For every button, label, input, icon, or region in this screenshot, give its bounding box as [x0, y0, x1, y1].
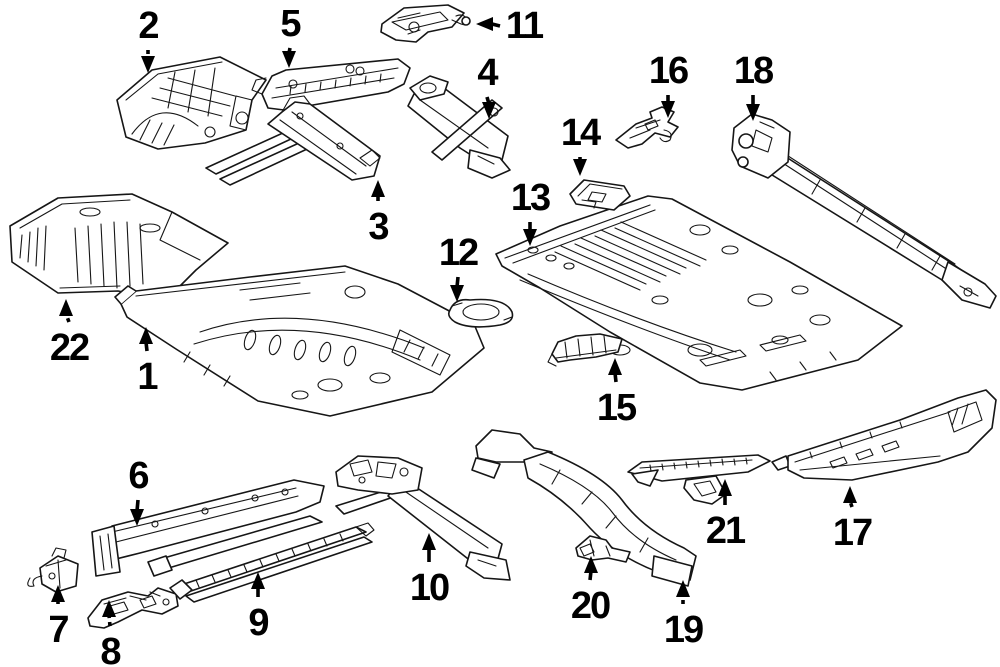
callout-arrow-head [422, 533, 436, 550]
callout-arrow-head [608, 358, 622, 375]
callout-8[interactable]: 8 [100, 600, 122, 667]
callout-number: 16 [649, 50, 688, 92]
callout-arrow-head [450, 285, 464, 302]
callout-18[interactable]: 18 [734, 50, 775, 121]
callout-12[interactable]: 12 [439, 232, 480, 302]
part-11-drawing [381, 5, 470, 42]
part-9-drawing [170, 523, 374, 602]
part-2-drawing [117, 57, 266, 149]
part-21-drawing [628, 455, 770, 504]
callout-number: 18 [734, 50, 773, 92]
callout-4[interactable]: 4 [477, 52, 500, 119]
callout-number: 10 [410, 567, 449, 609]
callout-3[interactable]: 3 [368, 180, 390, 248]
callout-number: 13 [511, 177, 550, 219]
callout-arrow-head [51, 585, 65, 602]
callout-number: 21 [706, 510, 746, 552]
part-13-drawing [496, 196, 902, 390]
callout-arrow-head [476, 17, 493, 31]
callout-arrow-head [130, 509, 144, 526]
callout-number: 17 [833, 512, 872, 554]
callout-2[interactable]: 2 [138, 5, 160, 73]
callout-5[interactable]: 5 [280, 3, 303, 68]
part-19-drawing [472, 430, 696, 586]
callout-arrow-head [141, 56, 155, 73]
callout-11[interactable]: 11 [476, 5, 546, 47]
callout-14[interactable]: 14 [561, 112, 603, 176]
part-16-drawing [616, 107, 678, 148]
part-22-drawing [10, 194, 228, 300]
callout-15[interactable]: 15 [597, 358, 639, 429]
part-7-drawing [28, 548, 78, 592]
callout-number: 6 [128, 455, 148, 497]
callout-21[interactable]: 21 [706, 479, 748, 552]
callout-number: 14 [561, 112, 601, 154]
callout-number: 15 [597, 387, 637, 429]
callout-number: 1 [137, 356, 158, 398]
callout-arrow-head [139, 327, 153, 344]
callout-number: 20 [571, 585, 610, 627]
callout-arrow-head [661, 101, 675, 118]
callout-number: 7 [48, 609, 68, 651]
callout-arrow-shaft [287, 47, 292, 54]
callout-arrow-head [371, 180, 385, 197]
part-12-drawing [449, 300, 513, 327]
callout-number: 9 [248, 602, 268, 644]
callout-arrow-head [102, 600, 116, 617]
callout-6[interactable]: 6 [128, 455, 150, 526]
callout-arrow-shaft [848, 500, 854, 508]
part-3-drawing [206, 96, 380, 185]
callout-arrow-head [584, 556, 598, 573]
part-4-drawing [408, 76, 510, 178]
callout-number: 19 [664, 609, 703, 651]
part-10-drawing [336, 456, 510, 580]
callout-number: 2 [138, 5, 158, 47]
part-8-drawing [88, 588, 178, 628]
callout-arrow-head [523, 229, 537, 246]
callout-number: 3 [368, 206, 388, 248]
callout-9[interactable]: 9 [248, 572, 270, 644]
part-20-drawing [576, 536, 630, 562]
callout-20[interactable]: 20 [571, 556, 612, 627]
part-15-drawing [548, 334, 622, 366]
callout-arrow-head [282, 51, 296, 68]
callout-arrow-head [843, 486, 857, 503]
part-6-drawing [92, 480, 324, 576]
callout-arrow-shaft [491, 22, 501, 28]
part-14-drawing [570, 180, 630, 210]
callout-arrow-shaft [64, 313, 71, 323]
callout-22[interactable]: 22 [50, 299, 91, 369]
callout-16[interactable]: 16 [649, 50, 690, 118]
callout-13[interactable]: 13 [511, 177, 552, 246]
callout-arrow-head [251, 572, 265, 589]
callout-19[interactable]: 19 [664, 580, 705, 651]
callout-number: 5 [280, 3, 301, 45]
callout-number: 4 [477, 52, 498, 94]
callout-arrow-head [573, 159, 587, 176]
callout-1[interactable]: 1 [137, 327, 160, 398]
callout-arrow-head [59, 299, 73, 316]
callout-arrow-head [482, 102, 496, 119]
callout-17[interactable]: 17 [833, 486, 874, 554]
part-18-drawing [732, 114, 996, 308]
part-17-drawing [772, 390, 996, 480]
callout-number: 22 [50, 327, 89, 369]
callout-number: 12 [439, 232, 478, 274]
part-1-drawing [115, 266, 484, 416]
callout-arrow-head [746, 104, 760, 121]
callout-arrow-head [718, 479, 732, 496]
callout-7[interactable]: 7 [48, 585, 70, 651]
callout-number: 11 [506, 5, 544, 47]
part-5-drawing [252, 59, 410, 110]
callout-arrow-head [676, 580, 690, 597]
callout-10[interactable]: 10 [410, 533, 451, 609]
callout-number: 8 [100, 631, 120, 667]
